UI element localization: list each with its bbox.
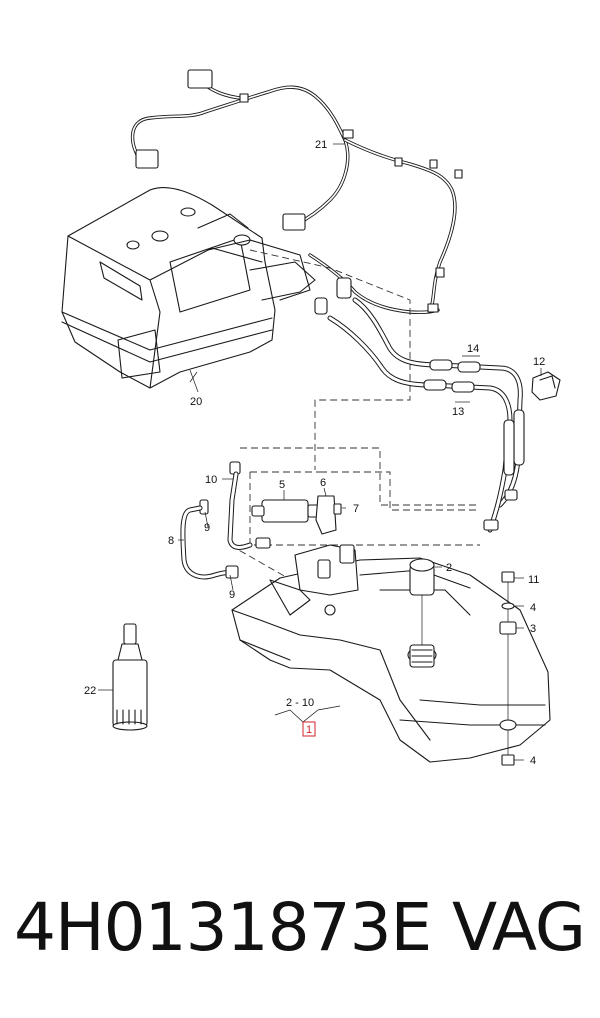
bottle-22 [112,623,148,731]
main-tank [231,544,551,766]
callout-20: 20 [190,396,202,408]
callout-14: 14 [467,343,479,355]
leader-lines [98,143,542,761]
callout-12: 12 [533,356,545,368]
wiring-harness [130,69,463,315]
callout-7: 7 [353,503,359,515]
callout-9-upper: 9 [204,522,210,534]
callout-2-10: 2 - 10 [286,697,314,709]
clip-12 [531,371,561,401]
callout-21: 21 [315,139,327,151]
callout-9-lower: 9 [229,589,235,601]
pump-assembly [199,461,342,550]
parts-exploded-diagram: 21 20 14 12 13 10 5 6 7 9 8 9 2 11 4 3 2… [61,69,561,767]
callout-4-lower: 4 [530,755,536,767]
callout-5: 5 [279,479,285,491]
callout-4-upper: 4 [530,602,536,614]
callout-6: 6 [320,477,326,489]
callout-2: 2 [446,562,452,574]
callout-1-box [302,721,316,737]
callout-8: 8 [168,535,174,547]
part-number: 4H0131873E [14,889,432,966]
callout-22: 22 [84,685,96,697]
callout-13: 13 [452,406,464,418]
callout-labels: 21 20 14 12 13 10 5 6 7 9 8 9 2 11 4 3 2… [84,139,545,767]
lines-13-14 [327,297,525,533]
callout-10: 10 [205,474,217,486]
brand-label: VAG [452,889,586,966]
callout-3: 3 [530,623,536,635]
callout-1: 1 [306,724,312,736]
hose-8 [180,505,239,580]
callout-11: 11 [528,574,539,586]
reservoir-tank [61,186,316,393]
